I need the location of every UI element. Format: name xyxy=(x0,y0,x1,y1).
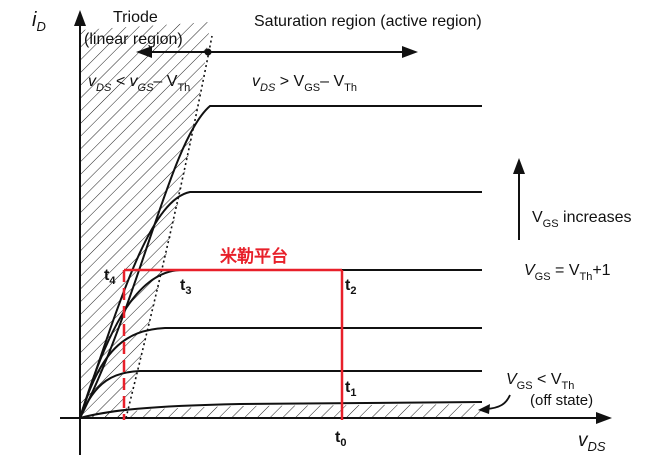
pinch-off-boundary xyxy=(125,35,213,419)
vgs-increase-arrow xyxy=(513,158,525,240)
vgs-off-label: VGS < VTh xyxy=(506,371,574,392)
triode-condition: vDS < vGS– VTh xyxy=(88,73,190,94)
t2-label: t2 xyxy=(345,277,356,297)
triode-region-hatch xyxy=(80,22,210,418)
off-state-region-hatch xyxy=(80,404,482,418)
y-axis-label: iD xyxy=(32,9,46,34)
characteristic-curves xyxy=(79,105,483,419)
axes xyxy=(60,10,612,455)
pointer-arrow-icon xyxy=(478,404,490,414)
saturation-region-label: Saturation region (active region) xyxy=(254,13,482,30)
off-state-label: (off state) xyxy=(530,392,593,409)
t4-label: t4 xyxy=(104,267,116,287)
miller-plateau-label: 米勒平台 xyxy=(220,246,288,266)
t0-label: t0 xyxy=(335,429,346,449)
miller-plateau-highlight xyxy=(122,268,344,420)
arrow-right-icon xyxy=(402,46,418,58)
arrow-left-icon xyxy=(136,46,152,58)
t3-label: t3 xyxy=(180,277,191,297)
vgs-equation-label: VGS = VTh+1 xyxy=(524,262,611,283)
arrow-up-icon xyxy=(513,158,525,174)
linear-region-label: (linear region) xyxy=(84,31,183,48)
triode-label: Triode xyxy=(113,9,158,26)
off-state-pointer xyxy=(478,394,511,414)
x-axis-arrow-icon xyxy=(596,412,612,424)
saturation-condition: vDS > VGS– VTh xyxy=(252,73,357,94)
curve-5 xyxy=(79,370,482,419)
y-axis-arrow-icon xyxy=(74,10,86,26)
x-axis-label: vDS xyxy=(578,430,606,454)
region-double-arrow xyxy=(136,46,418,58)
curve-4 xyxy=(79,327,482,419)
vgs-increases-label: VGS increases xyxy=(532,209,632,230)
t1-label: t1 xyxy=(345,379,356,399)
curve-off xyxy=(79,401,483,419)
